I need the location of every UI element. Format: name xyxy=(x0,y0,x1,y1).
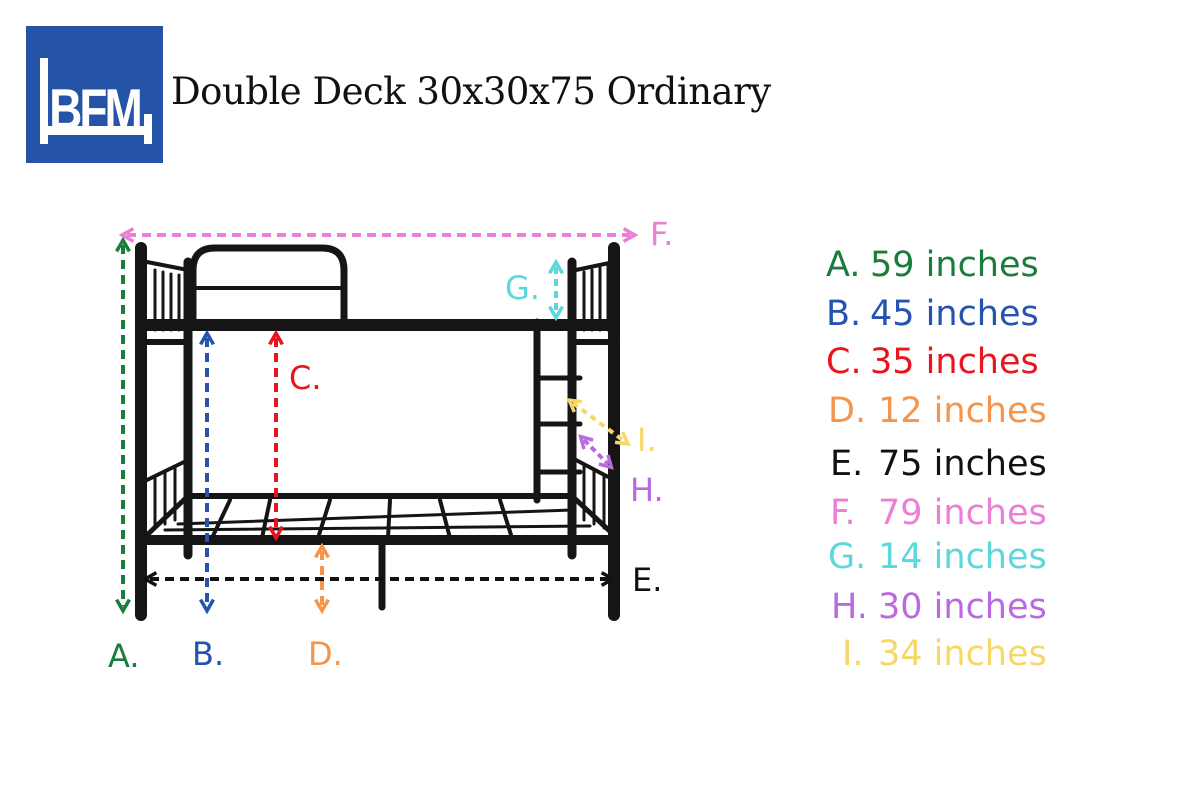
legend-letter: F. xyxy=(830,493,856,533)
dimension-b-label: B. xyxy=(192,635,225,673)
legend-item-i: I. 34 inches xyxy=(842,634,1047,674)
legend-value: 30 inches xyxy=(878,587,1047,627)
legend-letter: G. xyxy=(828,537,867,577)
legend-letter: H. xyxy=(831,587,868,627)
legend-value: 34 inches xyxy=(878,634,1047,674)
dimension-g-label: G. xyxy=(505,269,540,307)
legend-item-a: A.59 inches xyxy=(826,245,1039,285)
legend-value: 14 inches xyxy=(878,537,1047,577)
legend-item-c: C.35 inches xyxy=(826,342,1039,382)
dimension-e-label: E. xyxy=(632,561,663,599)
bed-logo-mark xyxy=(40,58,152,144)
dimension-d-label: D. xyxy=(308,635,343,673)
legend-item-d: D. 12 inches xyxy=(828,391,1047,431)
bed-frame xyxy=(135,242,620,621)
legend-value: 59 inches xyxy=(870,245,1039,285)
legend-value: 79 inches xyxy=(878,493,1047,533)
legend-letter: I. xyxy=(842,634,864,674)
dimension-a-label: A. xyxy=(108,637,140,675)
legend-value: 35 inches xyxy=(870,342,1039,382)
legend-letter: B. xyxy=(826,294,862,334)
legend-letter: D. xyxy=(828,391,867,431)
legend-letter: E. xyxy=(830,444,864,484)
legend-letter: C. xyxy=(826,342,862,382)
legend-letter: A. xyxy=(826,245,861,285)
dimension-i-label: I. xyxy=(637,421,657,459)
legend-item-e: E. 75 inches xyxy=(830,444,1047,484)
legend-item-g: G. 14 inches xyxy=(828,537,1047,577)
legend-item-b: B.45 inches xyxy=(826,294,1039,334)
legend-value: 75 inches xyxy=(878,444,1047,484)
dimension-h-label: H. xyxy=(630,471,664,509)
legend-value: 12 inches xyxy=(878,391,1047,431)
legend-item-f: F. 79 inches xyxy=(830,493,1047,533)
logo-text: BFM xyxy=(49,76,143,142)
page-title: Double Deck 30x30x75 Ordinary xyxy=(171,70,771,113)
dimension-c-label: C. xyxy=(289,359,322,397)
dimension-h-arrow xyxy=(584,440,608,464)
brand-logo: BFM xyxy=(26,26,163,163)
legend-item-h: H.30 inches xyxy=(831,587,1047,627)
legend-value: 45 inches xyxy=(870,294,1039,334)
dimension-f-label: F. xyxy=(650,215,674,253)
